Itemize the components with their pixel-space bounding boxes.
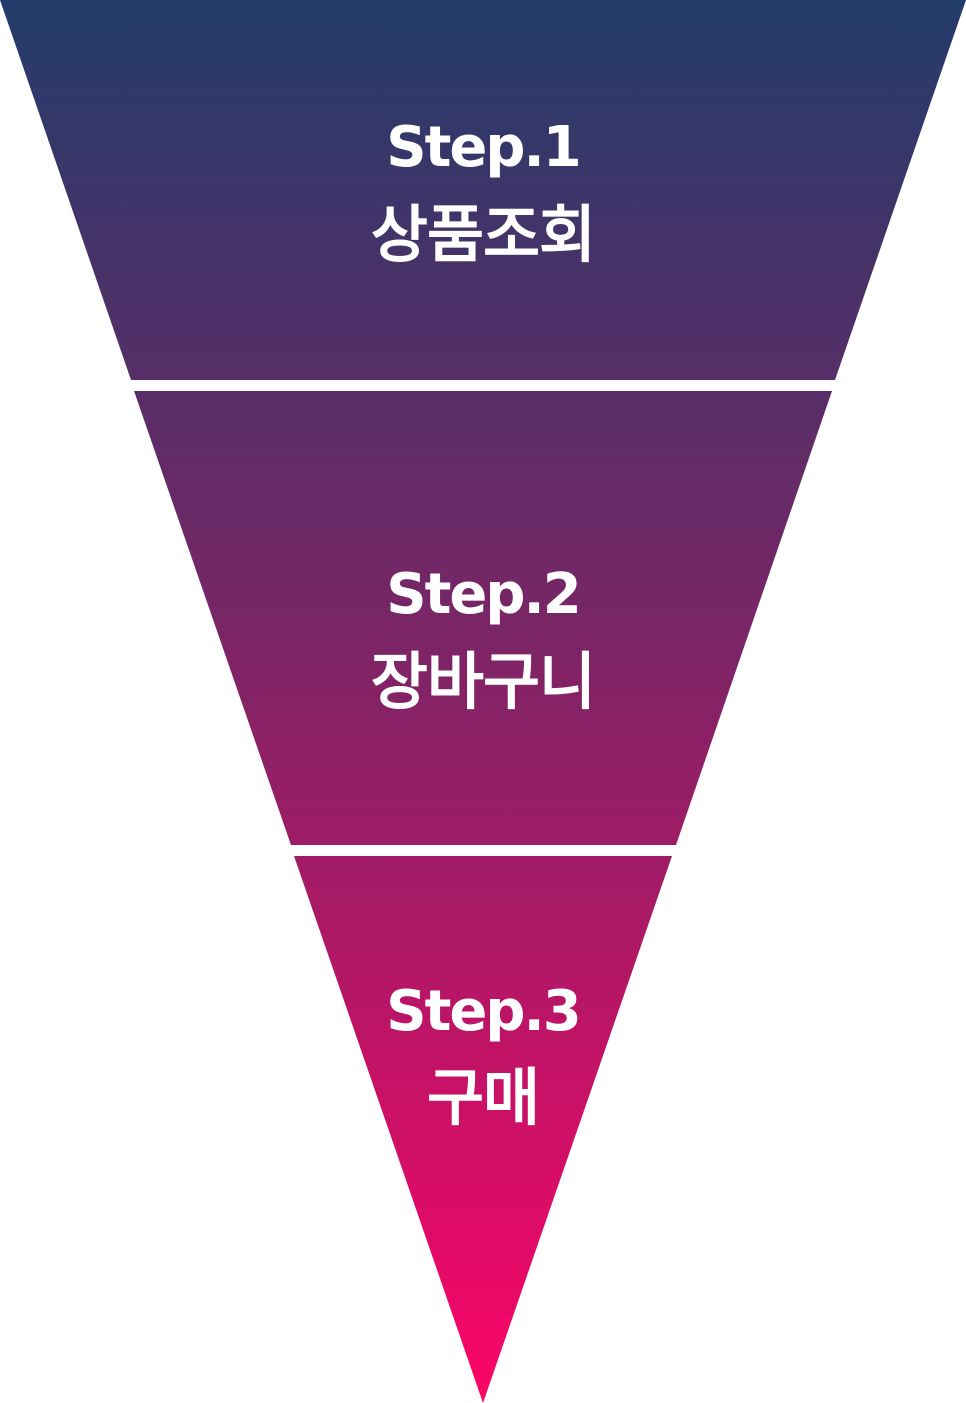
step-1-number: Step.1 (386, 115, 579, 180)
funnel-section-2 (134, 391, 832, 845)
funnel-section-1 (0, 0, 966, 380)
step-1-name: 상품조회 (371, 198, 595, 271)
step-3-number: Step.3 (386, 979, 579, 1044)
step-2-number: Step.2 (386, 562, 579, 627)
funnel-section-3 (294, 856, 672, 1403)
step-2-name: 장바구니 (371, 645, 595, 718)
step-3-name: 구매 (427, 1061, 539, 1134)
